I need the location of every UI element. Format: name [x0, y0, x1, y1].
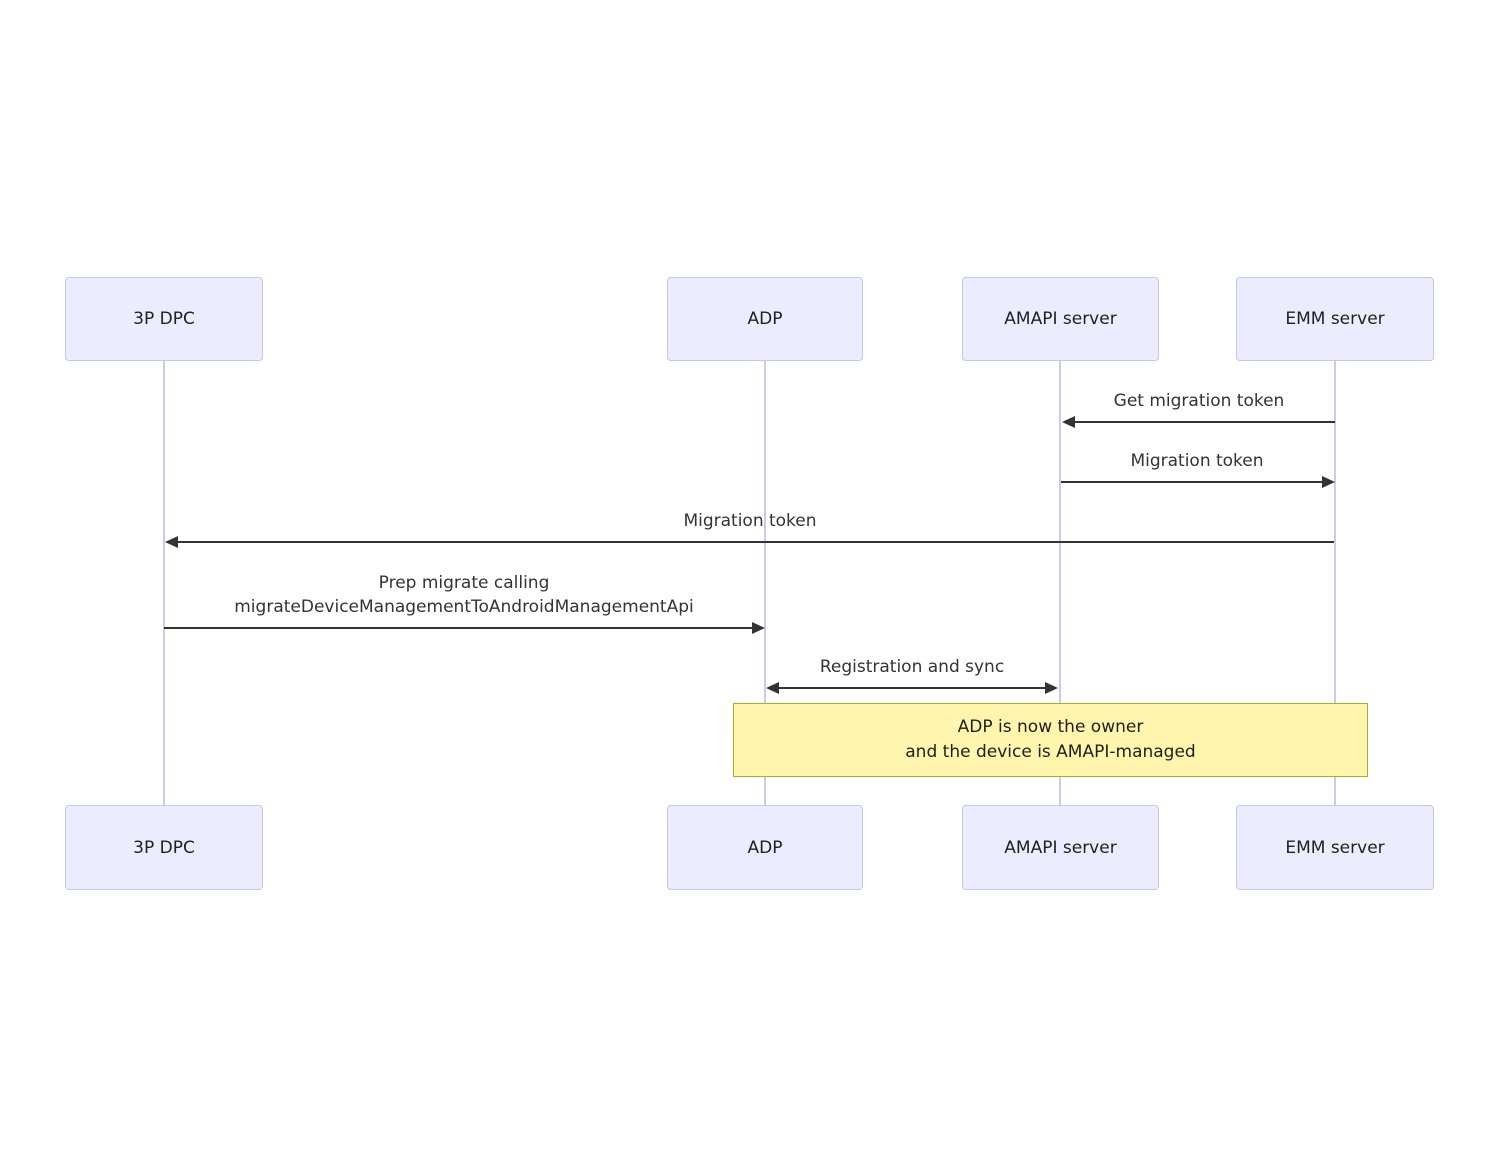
- actor-bottom-emm-server: EMM server: [1236, 805, 1434, 890]
- arrowhead-right-icon: [1322, 476, 1335, 488]
- note-adp-owner: ADP is now the owner and the device is A…: [733, 703, 1368, 777]
- lifeline-3p-dpc: [163, 361, 165, 806]
- arrowhead-left-icon: [165, 536, 178, 548]
- actor-label: 3P DPC: [133, 837, 195, 858]
- arrowhead-right-icon: [752, 622, 765, 634]
- actor-label: AMAPI server: [1004, 837, 1117, 858]
- arrowhead-left-icon: [1062, 416, 1075, 428]
- message-label: Migration token: [1130, 451, 1264, 471]
- arrowhead-left-icon: [766, 682, 779, 694]
- actor-label: EMM server: [1285, 837, 1385, 858]
- note-line2: and the device is AMAPI-managed: [905, 742, 1196, 762]
- actor-top-3p-dpc: 3P DPC: [65, 277, 263, 361]
- arrowhead-right-icon: [1045, 682, 1058, 694]
- message-label: Migration token: [683, 511, 817, 531]
- lifeline-amapi-server: [1059, 361, 1061, 806]
- message-label: Prep migrate calling migrateDeviceManage…: [164, 571, 764, 619]
- actor-label: EMM server: [1285, 309, 1385, 329]
- actor-label: ADP: [747, 309, 783, 329]
- actor-bottom-3p-dpc: 3P DPC: [65, 805, 263, 890]
- actor-label: AMAPI server: [1004, 309, 1117, 329]
- message-label: Get migration token: [1113, 391, 1285, 411]
- message-label-line2: migrateDeviceManagementToAndroidManageme…: [234, 597, 694, 617]
- message-line: [1061, 481, 1332, 483]
- lifeline-adp: [764, 361, 766, 806]
- actor-bottom-amapi-server: AMAPI server: [962, 805, 1159, 890]
- lifeline-emm-server: [1334, 361, 1336, 806]
- actor-top-amapi-server: AMAPI server: [962, 277, 1159, 361]
- message-line: [778, 687, 1046, 689]
- message-line: [167, 541, 1334, 543]
- actor-bottom-adp: ADP: [667, 805, 863, 890]
- actor-top-emm-server: EMM server: [1236, 277, 1434, 361]
- message-label-line1: Prep migrate calling: [378, 573, 550, 593]
- message-line: [1064, 421, 1335, 423]
- message-label: Registration and sync: [819, 657, 1005, 677]
- message-line: [164, 627, 762, 629]
- actor-top-adp: ADP: [667, 277, 863, 361]
- actor-label: 3P DPC: [133, 309, 195, 329]
- note-line1: ADP is now the owner: [957, 717, 1144, 737]
- actor-label: ADP: [747, 837, 783, 858]
